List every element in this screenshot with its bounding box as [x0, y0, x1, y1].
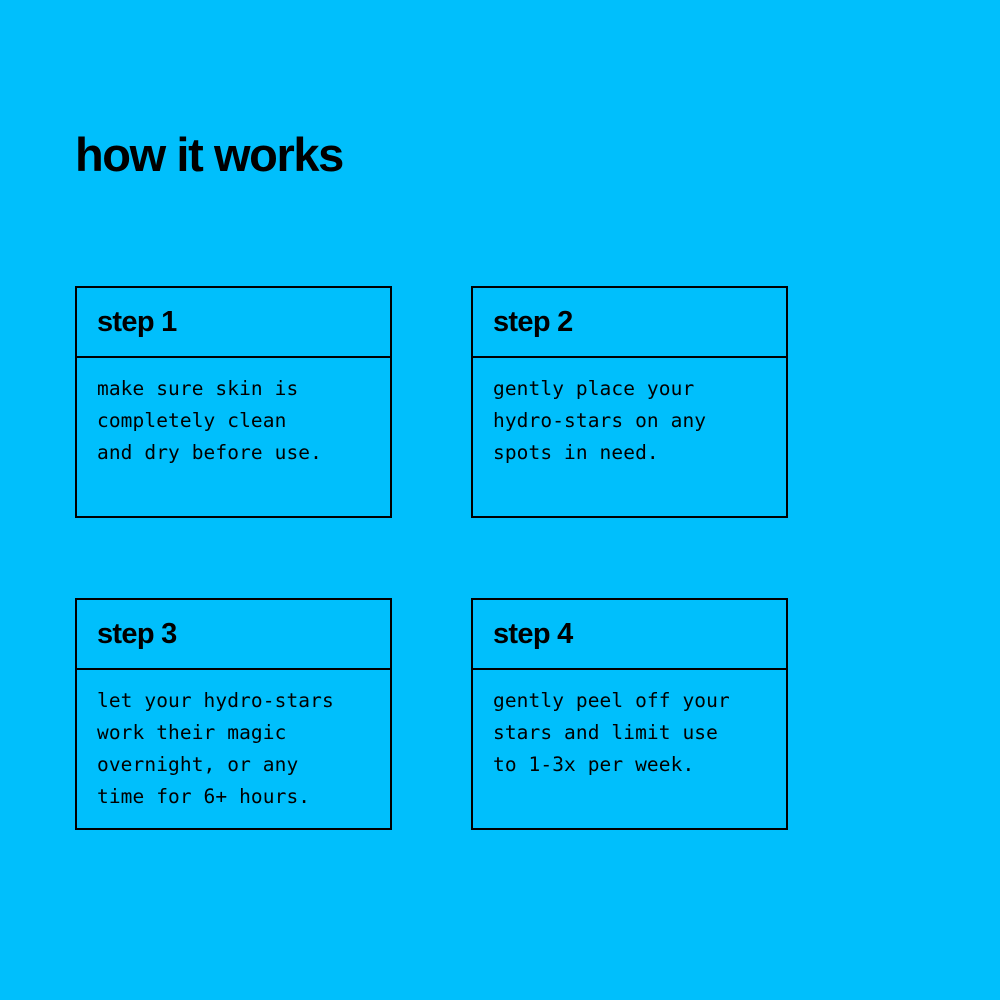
step-card-3: step 3 let your hydro-stars work their m…: [75, 598, 392, 830]
step-card-4-label: step 4: [493, 617, 573, 650]
step-card-1-label: step 1: [97, 305, 177, 338]
step-card-2-label: step 2: [493, 305, 573, 338]
step-card-4-text: gently peel off your stars and limit use…: [493, 689, 730, 776]
step-card-3-text: let your hydro-stars work their magic ov…: [97, 689, 334, 808]
step-card-grid: step 1 make sure skin is completely clea…: [75, 286, 788, 830]
step-card-1-body: make sure skin is completely clean and d…: [77, 358, 390, 516]
step-card-3-header: step 3: [77, 600, 390, 670]
step-card-1: step 1 make sure skin is completely clea…: [75, 286, 392, 518]
step-card-2: step 2 gently place your hydro-stars on …: [471, 286, 788, 518]
step-card-3-body: let your hydro-stars work their magic ov…: [77, 670, 390, 828]
page-title: how it works: [75, 128, 344, 182]
step-card-2-body: gently place your hydro-stars on any spo…: [473, 358, 786, 516]
step-card-2-text: gently place your hydro-stars on any spo…: [493, 377, 707, 464]
step-card-4-header: step 4: [473, 600, 786, 670]
step-card-1-header: step 1: [77, 288, 390, 358]
step-card-4-body: gently peel off your stars and limit use…: [473, 670, 786, 828]
step-card-4: step 4 gently peel off your stars and li…: [471, 598, 788, 830]
step-card-2-header: step 2: [473, 288, 786, 358]
step-card-3-label: step 3: [97, 617, 177, 650]
step-card-1-text: make sure skin is completely clean and d…: [97, 377, 322, 464]
